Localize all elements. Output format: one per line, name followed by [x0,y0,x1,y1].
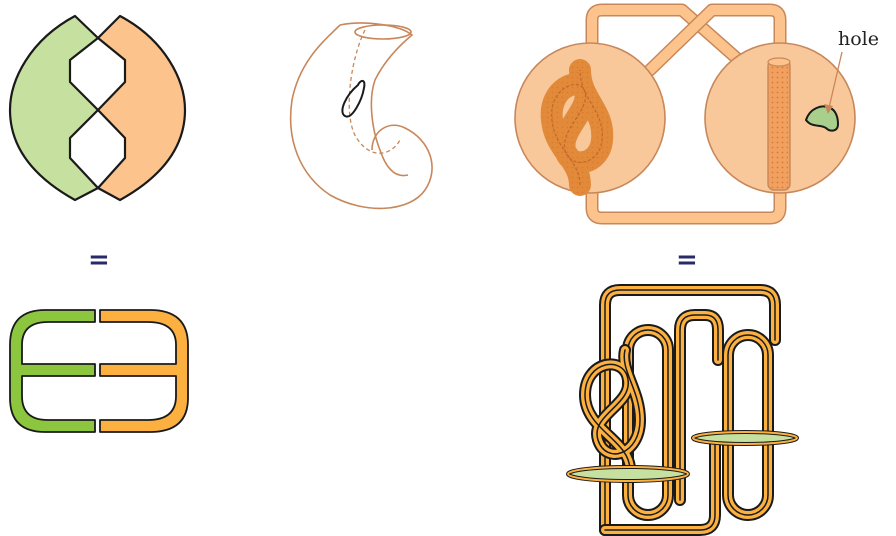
banded-knot-structure [566,284,799,536]
green-band [9,309,96,433]
orange-half [96,14,187,202]
outer-frame [599,284,781,536]
hole-region [804,105,840,132]
hole-pointer [827,51,843,113]
bottle-mouth [354,24,412,40]
disk-band-right-inner [692,431,798,445]
straight-tube [767,57,791,191]
curve-loop [341,79,366,118]
equals-sign-right: = [676,245,698,275]
disks-with-tubes [514,3,856,225]
equals-sign-left: = [88,245,110,275]
hidden-tube-line [348,29,401,154]
orange-band [99,309,189,433]
tube-frame [585,3,787,225]
bottle-outline [289,24,433,210]
bottle-neck [339,22,414,177]
hole-arrowhead [824,104,833,114]
green-half [8,14,100,202]
two-halves-surface [8,14,187,202]
knot-loop [579,344,646,476]
two-bands [9,309,189,433]
klein-bottle-sketch [289,22,433,210]
disk-band-left-inner [567,466,689,482]
hole-label: hole [838,28,879,50]
tall-loops [599,324,774,536]
knotted-tube [540,59,614,196]
